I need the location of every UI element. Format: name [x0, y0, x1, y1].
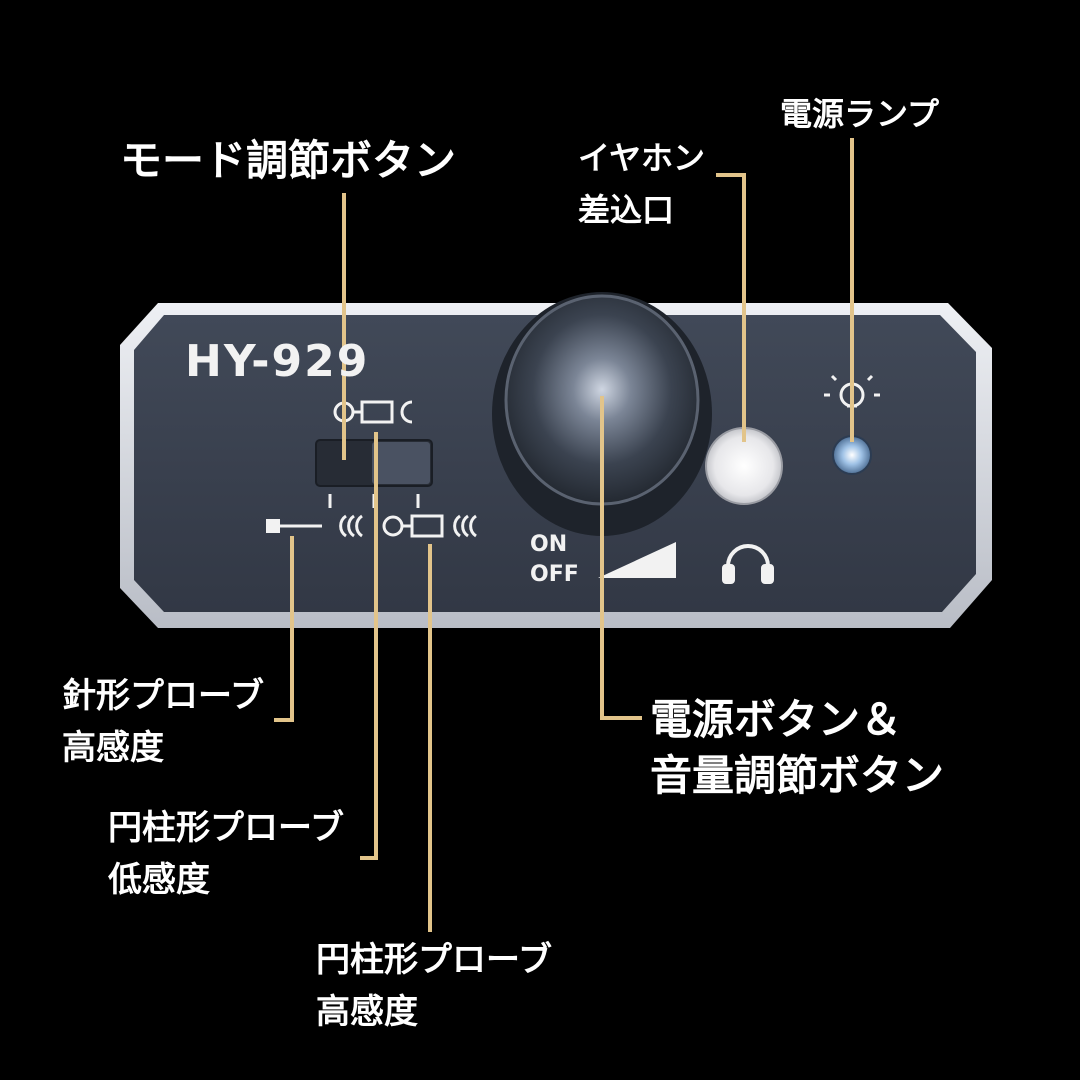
signal-waves-icon [453, 514, 477, 538]
callout-needle-probe-line2: 高感度 [62, 728, 164, 768]
leader-needle-probe [274, 536, 294, 722]
callout-earphone-jack-line2: 差込口 [578, 191, 675, 229]
model-label: HY-929 [185, 336, 370, 387]
leader-lines [274, 138, 854, 932]
callout-earphone-jack: イヤホン 差込口 [578, 132, 705, 236]
callout-cylinder-low-line2: 低感度 [108, 860, 210, 900]
switch-on-label: ON [530, 532, 568, 557]
cylinder-probe-icon [382, 514, 444, 538]
callout-cylinder-low-line1: 円柱形プローブ [108, 808, 344, 848]
headphone-icon [722, 544, 774, 584]
callout-needle-probe-line1: 針形プローブ [62, 676, 264, 716]
callout-cylinder-high-line1: 円柱形プローブ [316, 940, 552, 980]
callout-needle-probe-high: 針形プローブ 高感度 [62, 670, 264, 774]
callout-cylinder-high-line2: 高感度 [316, 992, 418, 1032]
callout-power-volume-line2: 音量調節ボタン [650, 751, 945, 800]
leader-cylinder-low [360, 432, 378, 860]
signal-waves-icon [339, 514, 363, 538]
leader-earphone-jack [716, 173, 746, 442]
callout-power-volume-line1: 電源ボタン＆ [650, 695, 903, 744]
leader-power-volume [600, 396, 642, 720]
callout-power-lamp: 電源ランプ [780, 95, 940, 133]
callout-earphone-jack-line1: イヤホン [578, 139, 706, 177]
volume-ramp-icon [598, 542, 676, 578]
callout-mode-button: モード調節ボタン [120, 136, 457, 185]
needle-probe-icon [266, 519, 322, 533]
switch-off-label: OFF [530, 562, 579, 587]
callout-cylinder-probe-low: 円柱形プローブ 低感度 [108, 802, 344, 906]
callout-power-volume: 電源ボタン＆ 音量調節ボタン [650, 692, 944, 804]
callout-cylinder-probe-high: 円柱形プローブ 高感度 [316, 934, 552, 1038]
